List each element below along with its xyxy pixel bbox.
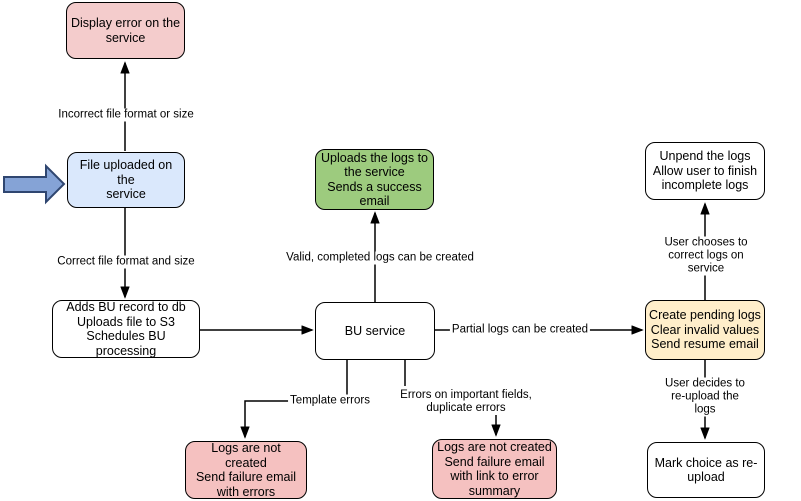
node-unpend-logs: Unpend the logs Allow user to finish inc… xyxy=(645,142,765,200)
edge-label-correct-format: Correct file format and size xyxy=(55,255,197,269)
node-uploads-logs-success: Uploads the logs to the service Sends a … xyxy=(315,149,434,210)
node-create-pending-logs: Create pending logs Clear invalid values… xyxy=(645,300,765,360)
node-logs-failure-summary: Logs are not created Send failure email … xyxy=(432,439,557,499)
node-bu-service: BU service xyxy=(315,302,435,360)
node-logs-failure-errors: Logs are not created Send failure email … xyxy=(185,441,307,499)
edge-label-user-chooses-correct: User chooses to correct logs on service xyxy=(658,236,754,276)
edge-label-template-errors: Template errors xyxy=(288,394,372,408)
node-file-uploaded: File uploaded on the service xyxy=(67,152,185,208)
edge-label-errors-important: Errors on important fields, duplicate er… xyxy=(398,389,534,415)
node-mark-reupload: Mark choice as re- upload xyxy=(647,442,765,498)
edge-label-partial-logs: Partial logs can be created xyxy=(449,323,591,337)
edge-label-incorrect-format: Incorrect file format or size xyxy=(56,108,196,122)
node-display-error: Display error on the service xyxy=(66,2,185,59)
edge-label-valid-completed: Valid, completed logs can be created xyxy=(284,251,476,265)
node-adds-bu-record: Adds BU record to db Uploads file to S3 … xyxy=(52,300,200,358)
edge-label-user-decides-reupload: User decides to re-upload the logs xyxy=(657,377,753,417)
start-arrow-icon xyxy=(3,163,66,205)
